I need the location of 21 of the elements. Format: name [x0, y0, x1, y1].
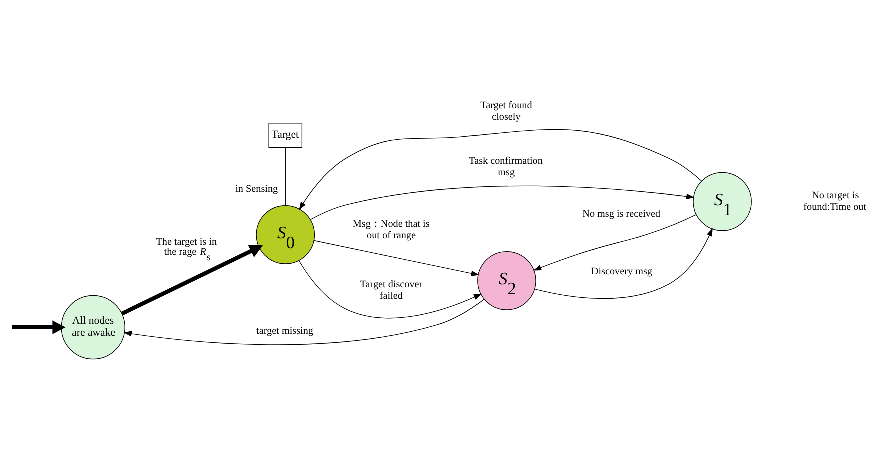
arrow — [12, 320, 66, 334]
edge-label: Task confirmation msg — [469, 155, 543, 178]
edge-label: in Sensing — [236, 184, 278, 195]
edge-label: Discovery msg — [591, 266, 652, 277]
arrow — [121, 244, 264, 316]
node-box: Target — [268, 122, 303, 148]
arrow — [299, 128, 702, 210]
arrow — [533, 214, 697, 270]
arrow — [534, 228, 713, 299]
arrow — [124, 298, 485, 345]
label: No target is found:Time out — [804, 190, 867, 212]
edge-label: Target found closely — [480, 100, 532, 123]
edge-label: Target discover failed — [360, 279, 423, 302]
edge-label: target missing — [256, 325, 314, 336]
arrow — [310, 185, 695, 220]
arrow — [298, 260, 482, 318]
node-circle: All nodes are awake — [61, 294, 126, 360]
arrow — [314, 240, 480, 276]
connector — [285, 147, 286, 206]
edge-label: Msg：Node that is out of range — [352, 218, 430, 241]
edge-label: No msg is received — [582, 208, 661, 220]
